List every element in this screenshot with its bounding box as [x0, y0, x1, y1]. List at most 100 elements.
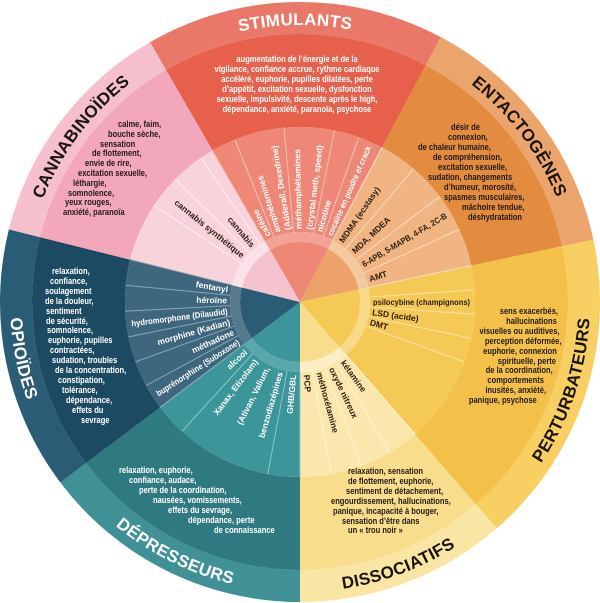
effects-line: constipation,	[58, 374, 105, 385]
substance-label-line: PCP	[302, 374, 314, 393]
center-wedge	[252, 302, 300, 362]
effects-line: d’appétit, excitation sexuelle, dysfonct…	[222, 83, 372, 94]
effects-line: somnolence,	[47, 325, 94, 336]
substance-divider	[335, 361, 390, 453]
sector-entactogenes	[300, 37, 594, 302]
effects-line: nausées, vomissements,	[153, 495, 242, 505]
effects-line: bouche sèche,	[108, 128, 161, 139]
sector-dissociatifs	[300, 302, 497, 602]
substance-divider	[323, 137, 360, 237]
center-wedge	[240, 287, 300, 339]
substance-ring	[212, 126, 383, 242]
substance-divider	[159, 343, 245, 408]
effects-line: de connaissance	[214, 525, 275, 535]
effects-line: euphorie, connexion	[483, 345, 557, 356]
substance-divider	[283, 127, 295, 233]
effects-line: dépendance, anxiété, paranoïa, psychose	[222, 103, 372, 114]
substance-divider	[181, 353, 254, 432]
substance-divider	[125, 284, 231, 296]
inner-band	[265, 232, 333, 251]
center-wedge	[241, 250, 300, 302]
substance-divider	[153, 204, 242, 264]
effects-line: confiance, audace,	[129, 475, 197, 485]
substance-divider	[130, 259, 233, 286]
effects-line: léthargie,	[73, 177, 107, 188]
sector-opioides	[0, 229, 300, 483]
substance-label: héroïne	[196, 295, 227, 306]
outer-label-band	[0, 229, 86, 483]
effects-line: sudation, troubles	[52, 355, 118, 366]
effects-line: somnolence,	[68, 187, 115, 198]
effects-line: perte de la coordination,	[139, 485, 227, 495]
effects-line: spirituelle, perte	[497, 355, 556, 366]
effects-line: accéléré, euphorie, pupilles dilatées, p…	[221, 73, 373, 84]
effects-line: visuelles ou auditives,	[480, 325, 560, 336]
substance-label: psilocybine (champignons)	[373, 297, 470, 307]
effects-line: euphorie, pupilles	[48, 335, 113, 346]
substance-ring	[160, 344, 300, 477]
center-wedge	[300, 289, 360, 348]
effects-line: sensation	[100, 138, 136, 149]
sector-stimulants	[150, 1, 441, 302]
effects-line: comportements	[487, 375, 544, 386]
substance-divider	[365, 325, 465, 363]
effects-line: déshydratation	[468, 212, 523, 222]
effects-line: calme, faim,	[118, 119, 162, 129]
effects-line: de la concentration,	[55, 365, 127, 375]
outer-label-band	[8, 42, 166, 238]
effects-line: mâchoire tendue,	[462, 202, 525, 212]
substance-divider	[211, 150, 266, 242]
substance-divider	[174, 178, 251, 254]
substance-divider	[345, 354, 416, 435]
effects-line: soulagement	[45, 285, 92, 296]
center-wedge	[300, 302, 340, 362]
substance-divider	[324, 367, 362, 467]
effects-band	[166, 33, 426, 151]
substance-divider	[234, 139, 275, 238]
effects-line: de flottement,	[92, 148, 142, 159]
sector-depresseurs	[60, 302, 300, 602]
outer-label-band	[425, 37, 594, 247]
effects-line: de chaleur humaine,	[418, 142, 491, 152]
effects-line: contractées,	[50, 345, 95, 356]
substance-divider	[368, 265, 472, 288]
effects-line: envie de rire,	[85, 158, 132, 169]
substance-label: GHB/GBL	[285, 374, 299, 414]
substance-divider	[313, 130, 335, 234]
effects-line: sens exacerbés,	[499, 306, 558, 316]
effects-line: de flottement, euphorie,	[348, 475, 434, 486]
outer-label-band	[150, 1, 441, 70]
substance-label-line: GHB/GBL	[285, 374, 299, 414]
inner-band	[229, 285, 253, 345]
effects-line: tolérance,	[62, 384, 98, 395]
effects-line: effets du	[72, 404, 104, 415]
effects-band	[382, 65, 563, 266]
substance-divider	[311, 370, 332, 475]
substance-divider	[267, 370, 288, 475]
inner-band	[328, 240, 369, 290]
effects-line: excitation sexuelle,	[438, 162, 508, 172]
effects-line: anxiété, paranoïa	[63, 207, 125, 218]
effects-line: spasmes musculaires,	[444, 192, 525, 202]
effects-line: dépendance,	[66, 394, 113, 405]
inner-band	[300, 347, 346, 372]
effects-line: excitation sexuelle,	[78, 168, 148, 178]
substance-divider	[369, 306, 475, 315]
effects-line: de la douleur,	[45, 295, 94, 306]
effects-line: sentiment de détachement,	[346, 485, 444, 496]
effects-line: d’humeur, morosité,	[444, 182, 517, 192]
substance-divider	[355, 196, 441, 261]
substance-divider	[363, 228, 460, 274]
effects-band	[39, 69, 213, 260]
effects-line: désir de	[451, 122, 480, 132]
substance-label: PCP	[302, 374, 314, 393]
inner-band	[244, 338, 300, 372]
effects-line: effets du sevrage,	[168, 505, 233, 515]
